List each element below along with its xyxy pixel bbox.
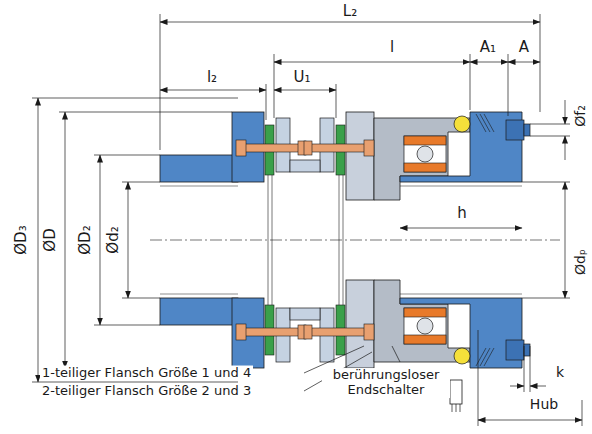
dimension-label: U₁ [292, 69, 313, 86]
dimension-label: ØD₃ [13, 223, 30, 256]
dimension-label: L₂ [341, 3, 359, 20]
dimension-label: Ød₂ [105, 224, 122, 255]
callout-text: 1-teiliger Flansch Größe 1 und 4 [40, 366, 253, 381]
dimension-label: l [388, 39, 396, 56]
dimension-label: l₂ [205, 69, 219, 86]
dimension-label: ØD [42, 226, 59, 253]
dimension-label: k [554, 364, 566, 380]
callout-text: berührungsloser Endschalter [322, 368, 450, 398]
callout-text: 2-teiliger Flansch Größe 2 und 3 [40, 384, 253, 399]
centre-line [150, 240, 560, 241]
dimension-label: ØD₂ [77, 223, 94, 256]
dimension-label: Hub [528, 396, 560, 412]
dimension-label: h [455, 205, 469, 222]
dimension-label: Ødₚ [572, 247, 588, 277]
dimension-label: A₁ [478, 39, 498, 56]
dimension-label: A [517, 39, 531, 56]
dimension-label: Øf₂ [572, 103, 588, 129]
limit-switch-symbol [450, 380, 462, 412]
dimension-lines [32, 14, 582, 426]
